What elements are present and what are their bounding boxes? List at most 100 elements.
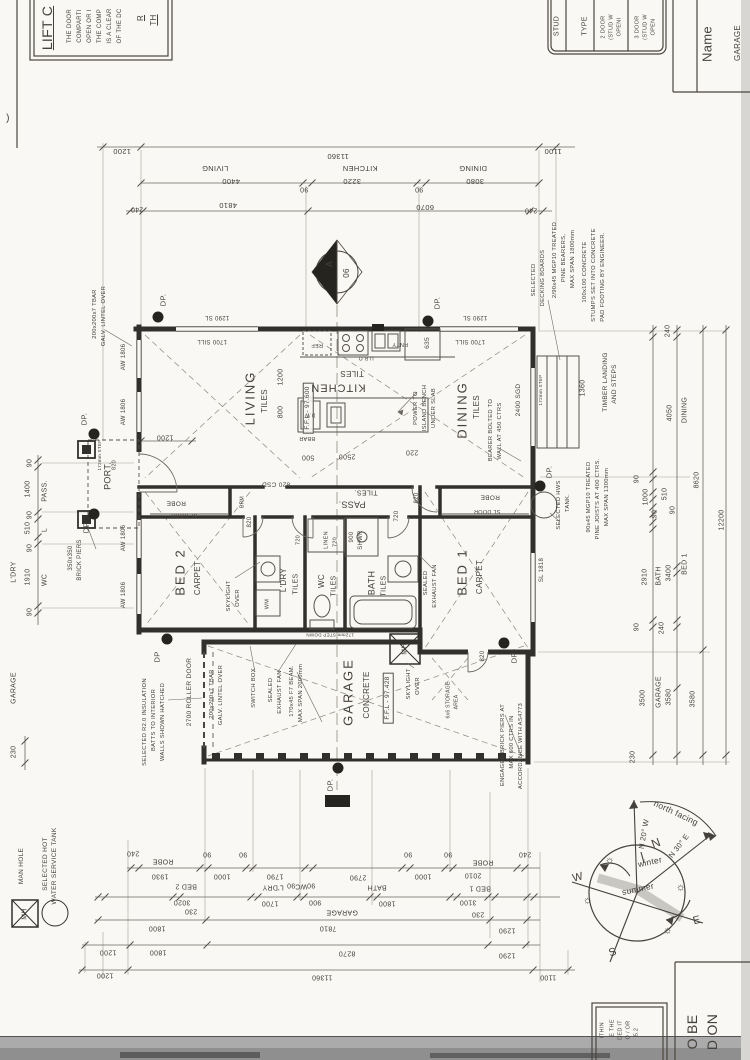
note-line: MAX SPAN 2000mm — [298, 663, 305, 723]
fixture-label: PNTY — [392, 340, 408, 347]
note-line: SELECTED — [531, 263, 538, 297]
downpipe-label: DP. — [432, 296, 442, 310]
schedule-header: STUD — [553, 15, 561, 37]
note-line: TH — [149, 14, 158, 26]
schedule-cell: OPEN — [650, 18, 657, 36]
dim-label: 230 — [10, 745, 18, 759]
dim-room-label: DINING — [681, 396, 689, 424]
note-line: 172mm STEP — [96, 439, 102, 471]
fixture-label: SHWR — [358, 530, 364, 550]
dim-label: 1400 — [24, 480, 32, 498]
dim-room-label: GARAGE — [326, 908, 358, 916]
room-label-kitchen: KITCHEN — [310, 381, 366, 394]
schedule-cell: 2 DOOR — [600, 15, 607, 39]
legend-label: WATER SERVICE TANK — [50, 827, 58, 905]
compass-label: S — [607, 945, 619, 960]
note-line: TIMBER LANDING — [601, 352, 609, 412]
dim-label: 90 — [403, 850, 413, 858]
fixture-label: U.B.O — [358, 354, 374, 361]
porch — [77, 439, 140, 529]
note-line: OVER — [415, 677, 422, 695]
dim-label: 3500 — [639, 689, 647, 707]
compass-label: N 30° E — [666, 832, 691, 860]
dim-label: 240 — [126, 849, 140, 857]
dim-room-label: GARAGE — [655, 676, 663, 708]
window-label: SL 1818 — [539, 557, 545, 583]
note-line: 2/90x45 MGP10 TREATED — [552, 221, 559, 299]
schedule-cell: (STUD W — [642, 14, 649, 40]
dim-room-label: BATH — [367, 883, 387, 891]
note-line: COMPARTI — [77, 9, 83, 43]
dim-room-label: L — [41, 527, 49, 533]
note-line: BRICK PIERS — [77, 539, 83, 581]
compass-label: W — [571, 870, 585, 885]
schedule-header: TYPE — [581, 16, 589, 36]
legend-label: MAN HOLE — [17, 847, 25, 885]
door-label: SL DOOR — [170, 511, 198, 518]
note-line: PINE BEARERS, — [561, 233, 568, 283]
dim-label: 230 — [184, 907, 198, 915]
dim-label: 90 — [633, 474, 641, 484]
dim-label: 1290 — [498, 951, 516, 959]
dim-label: 2500 — [338, 452, 356, 460]
dim-label: 230 — [471, 910, 485, 918]
note-line: ITHIN — [599, 1022, 606, 1038]
note-title-lift: LIFT C — [39, 5, 55, 51]
dim-label: 240 — [524, 206, 538, 214]
room-finish-label: TILES — [292, 573, 300, 595]
dim-label: 240 — [518, 850, 532, 858]
dim-label: 1790 — [266, 872, 284, 880]
window-label: AW 1806 — [121, 581, 127, 609]
downpipe-label: DP. — [79, 412, 89, 426]
manhole-symbols — [11, 633, 421, 928]
garage-brick-pier-wall — [204, 753, 528, 762]
window-label: 1290 SL — [462, 314, 488, 320]
dim-label: 4810 — [219, 200, 237, 210]
section-marker-number: 06 — [342, 268, 351, 278]
dim-label: 510 — [661, 487, 669, 501]
downpipe-markers — [88, 311, 546, 774]
note-line: TANK. — [565, 493, 572, 513]
dim-room-label: L'DRY — [262, 883, 284, 891]
note-line: 100x100 CONCRETE — [582, 241, 589, 303]
dim-label: 1910 — [24, 568, 32, 586]
leader-lines — [87, 299, 561, 758]
note-line: SEALED — [268, 677, 275, 703]
dim-room-label: GARAGE — [10, 672, 18, 704]
note-line: GALV. LINTEL OVER — [218, 664, 225, 726]
compass-label: north facing — [652, 798, 700, 828]
room-label-dining: DINING — [454, 381, 470, 439]
door-label: 820 — [111, 459, 118, 471]
dim-label: 90 — [669, 505, 677, 515]
note-line: THE DOOR — [67, 8, 73, 44]
room-label-bath: BATH — [366, 570, 377, 596]
dim-room-label: ROBE — [152, 857, 174, 865]
note-line: WALL AT 450 CTRS — [497, 402, 504, 460]
section-marker-bottom — [325, 795, 350, 807]
manhole-symbol-label: MH — [401, 643, 409, 655]
dim-label: 4400 — [222, 176, 240, 186]
door-label: 820 — [414, 492, 420, 504]
note-line: AND STEPS — [610, 364, 618, 404]
ceiling-diagonals — [144, 334, 529, 757]
compass-label: N — [649, 834, 663, 852]
wall-openings — [135, 325, 537, 656]
note-line: 172mm STEP — [537, 374, 543, 406]
fixture-label: WM — [264, 598, 271, 610]
dim-room-label: WC — [41, 573, 49, 587]
dim-label: 900 — [349, 531, 355, 543]
dim-label: 90 — [26, 607, 34, 617]
note-line: ISLAND BENCH — [422, 384, 429, 432]
dim-label: 1930 — [151, 872, 169, 880]
note-line: 90x45 MGP10 TREATED — [586, 461, 593, 533]
compass-label: E — [691, 913, 703, 928]
dim-label: 6070 — [416, 202, 434, 212]
dim-label: 8270 — [338, 949, 356, 957]
dim-label: 800 — [277, 405, 285, 419]
dim-label: 1100 — [544, 146, 562, 156]
dim-label: 90 — [238, 850, 248, 858]
dim-label: 3580 — [665, 688, 673, 706]
dim-room-label: L'DRY — [10, 561, 18, 583]
dim-label: 4050 — [666, 404, 674, 422]
